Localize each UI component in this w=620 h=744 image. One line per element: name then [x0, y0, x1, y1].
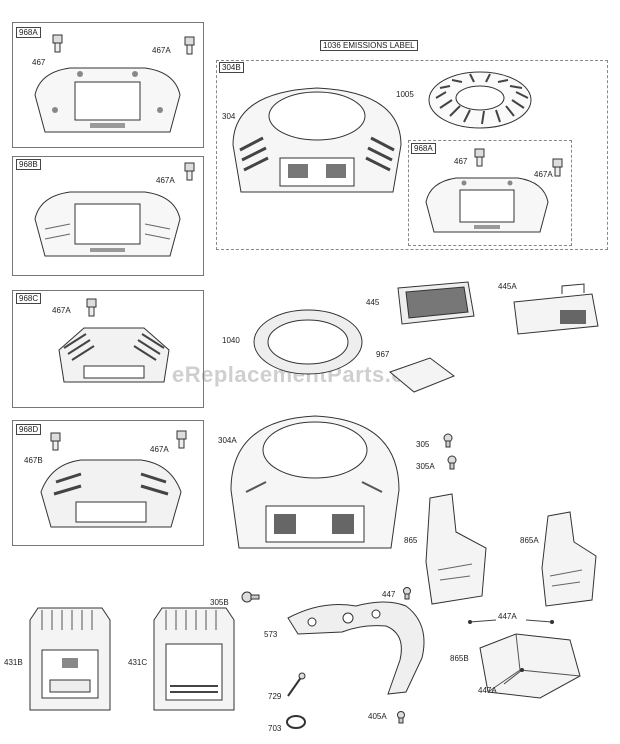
- label-865a: 865A: [520, 536, 539, 545]
- label-304: 304: [222, 112, 236, 121]
- label-703: 703: [268, 724, 282, 733]
- label-431b: 431B: [4, 658, 23, 667]
- label-467: 467: [32, 58, 46, 67]
- box-968b: [12, 156, 204, 276]
- screw-305b-drawing: [241, 591, 260, 603]
- label-447: 447: [382, 590, 396, 599]
- blower-housing-304a-drawing: [230, 415, 400, 549]
- label-467a-inner: 467A: [534, 170, 553, 179]
- bolt-467a-1-drawing: [184, 36, 195, 55]
- shroud-968d-drawing: [40, 459, 182, 528]
- label-447a-2: 447A: [478, 686, 497, 695]
- ring-1040-drawing: [253, 309, 363, 375]
- box-968a-inner-tag: 968A: [411, 143, 436, 154]
- leader-447a-1: [468, 619, 554, 624]
- spring-729-drawing: [287, 672, 306, 697]
- label-467a-2: 467A: [156, 176, 175, 185]
- baffle-865a-drawing: [541, 511, 597, 607]
- leader-447a-2: [503, 668, 524, 685]
- label-467a-1: 467A: [152, 46, 171, 55]
- baffle-865b-drawing: [479, 633, 581, 699]
- bolt-467-drawing: [52, 34, 63, 53]
- baffle-573-drawing: [287, 601, 425, 695]
- blower-housing-304-drawing: [232, 87, 402, 193]
- label-431c: 431C: [128, 658, 148, 667]
- flywheel-fan-1005-drawing: [428, 71, 532, 129]
- label-447a-1: 447A: [498, 612, 517, 621]
- label-304a: 304A: [218, 436, 237, 445]
- label-967: 967: [376, 350, 390, 359]
- label-305b: 305B: [210, 598, 229, 607]
- label-573: 573: [264, 630, 278, 639]
- label-729: 729: [268, 692, 282, 701]
- bolt-467a-2-drawing: [184, 162, 195, 181]
- baffle-431c-drawing: [153, 607, 235, 711]
- box-304b: [216, 60, 608, 250]
- box-968d-tag: 968D: [16, 424, 42, 435]
- label-467b: 467B: [24, 456, 43, 465]
- box-968c-tag: 968C: [16, 293, 42, 304]
- bolt-467b-drawing: [50, 432, 61, 451]
- shroud-968a-inner-drawing: [425, 177, 549, 233]
- bolt-467a-inner-drawing: [552, 158, 563, 177]
- bolt-467a-3-drawing: [86, 298, 97, 317]
- box-968a-inner: [408, 140, 572, 246]
- label-445: 445: [366, 298, 380, 307]
- bolt-467-inner-drawing: [474, 148, 485, 167]
- baffle-865-drawing: [425, 493, 487, 605]
- box-968b-tag: 968B: [16, 159, 41, 170]
- label-967-drawing: [389, 357, 456, 393]
- label-305: 305: [416, 440, 430, 449]
- label-305a: 305A: [416, 462, 435, 471]
- label-865b: 865B: [450, 654, 469, 663]
- label-1040: 1040: [222, 336, 240, 345]
- screw-405a-drawing: [397, 711, 405, 724]
- label-405a: 405A: [368, 712, 387, 721]
- screw-447-drawing: [403, 587, 411, 600]
- box-968a: [12, 22, 204, 148]
- box-968a-tag: 968A: [16, 27, 41, 38]
- baffle-431b-drawing: [29, 607, 111, 711]
- shroud-968c-drawing: [58, 327, 170, 383]
- bolt-467a-4-drawing: [176, 430, 187, 449]
- air-filter-445-drawing: [397, 281, 475, 325]
- emissions-label-tag: 1036 EMISSIONS LABEL: [320, 40, 418, 51]
- label-467a-4: 467A: [150, 445, 169, 454]
- label-1005: 1005: [396, 90, 414, 99]
- shroud-968b-drawing: [34, 191, 181, 257]
- screw-305a-drawing: [447, 455, 457, 470]
- label-865: 865: [404, 536, 418, 545]
- box-968d: [12, 420, 204, 546]
- label-467a-3: 467A: [52, 306, 71, 315]
- label-445a: 445A: [498, 282, 517, 291]
- shroud-968a-drawing: [34, 67, 181, 133]
- pre-cleaner-445a-drawing: [513, 283, 599, 335]
- box-968c: [12, 290, 204, 408]
- link-703-drawing: [286, 715, 306, 729]
- box-304b-tag: 304B: [219, 62, 244, 73]
- screw-305-drawing: [443, 433, 453, 448]
- label-467-inner: 467: [454, 157, 468, 166]
